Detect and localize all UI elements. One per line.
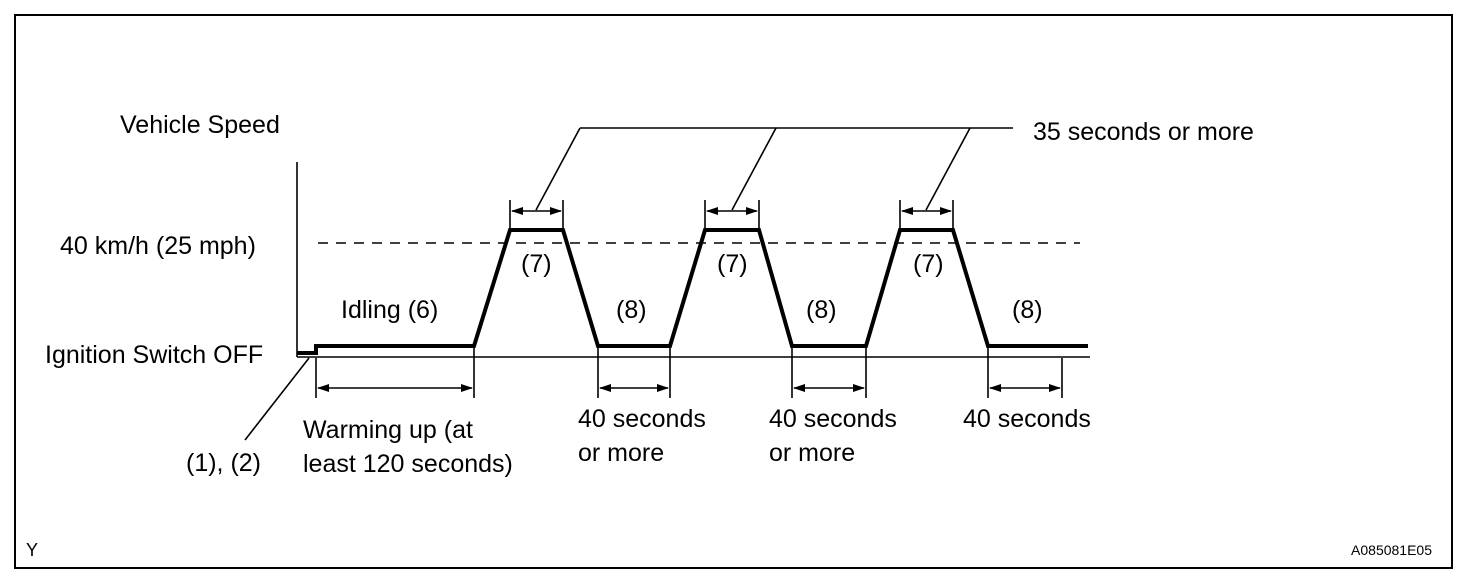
figure-code: A085081E05 bbox=[1351, 542, 1432, 558]
warming-label-line1: Warming up (at bbox=[303, 416, 473, 444]
peak-duration-label: 35 seconds or more bbox=[1033, 118, 1254, 146]
warming-label-line2: least 120 seconds) bbox=[303, 450, 513, 478]
hold-1-label-line2: or more bbox=[578, 439, 664, 467]
accel-label-2: (7) bbox=[717, 250, 748, 278]
idling-label: Idling (6) bbox=[341, 296, 438, 324]
step-1-2-leader bbox=[244, 357, 310, 441]
step-1-2-label: (1), (2) bbox=[186, 449, 261, 477]
decel-label-2: (8) bbox=[806, 296, 837, 324]
axis-label: Vehicle Speed bbox=[120, 111, 280, 139]
ignition-label: Ignition Switch OFF bbox=[45, 341, 263, 369]
speed-profile-line bbox=[297, 228, 1088, 355]
hold-1-label-line1: 40 seconds bbox=[578, 405, 706, 433]
hold-2-label-line2: or more bbox=[769, 439, 855, 467]
speed-level-label: 40 km/h (25 mph) bbox=[60, 232, 256, 260]
hold-2-label-line1: 40 seconds bbox=[769, 405, 897, 433]
peak-1-leader bbox=[535, 127, 581, 211]
figure-frame bbox=[14, 14, 1453, 569]
peak-3-leader bbox=[925, 127, 971, 211]
decel-label-3: (8) bbox=[1012, 296, 1043, 324]
hold-3-label-line1: 40 seconds bbox=[963, 405, 1091, 433]
decel-label-1: (8) bbox=[616, 296, 647, 324]
accel-label-3: (7) bbox=[913, 250, 944, 278]
corner-label: Y bbox=[26, 540, 38, 560]
peak-2-leader bbox=[731, 127, 777, 211]
accel-label-1: (7) bbox=[521, 250, 552, 278]
